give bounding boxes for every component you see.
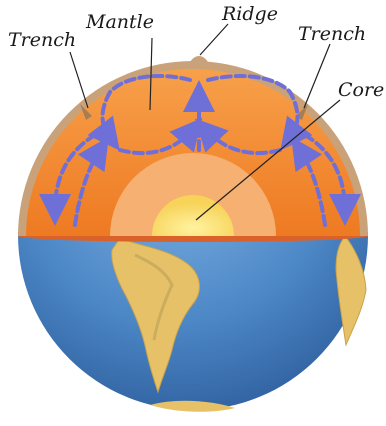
label-ridge: Ridge — [221, 3, 278, 25]
earth-cutaway-interior — [18, 56, 368, 236]
leader-ridge — [200, 24, 228, 55]
label-core: Core — [338, 79, 384, 101]
label-trench-left: Trench — [8, 29, 76, 51]
label-trench-right: Trench — [298, 23, 366, 45]
label-mantle: Mantle — [85, 11, 154, 33]
leader-trench-left — [70, 52, 88, 108]
ridge-bump — [190, 56, 208, 62]
leader-trench-right — [304, 44, 330, 108]
